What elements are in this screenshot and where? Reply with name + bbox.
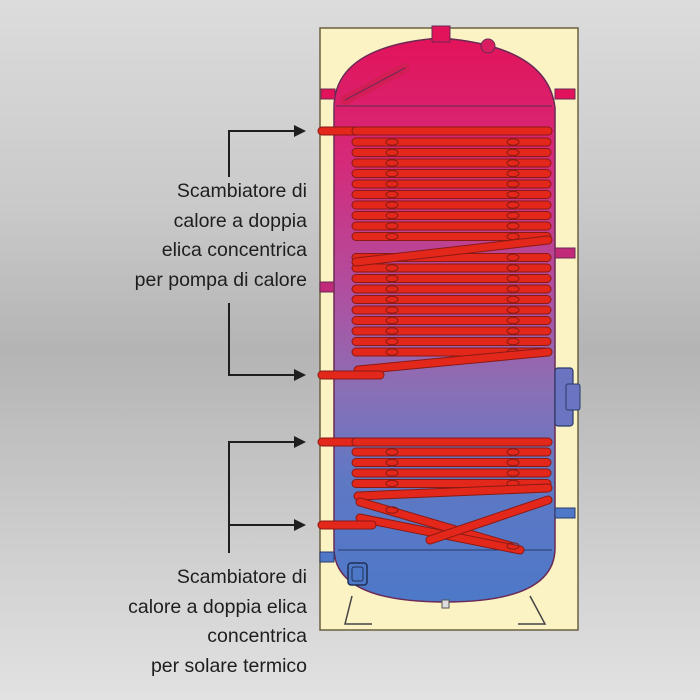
coil-joint-lower — [506, 469, 520, 477]
coil-joint-upper — [385, 285, 399, 293]
coil-joint-lower — [506, 448, 520, 456]
nozzle-right-top — [554, 88, 576, 100]
coil-turn-lower-bottom — [354, 484, 552, 500]
drain-plug — [441, 599, 450, 609]
pointer-lines — [228, 130, 296, 553]
coil-joint-upper — [385, 201, 399, 209]
coil-joint-lower — [506, 542, 520, 550]
heat-pump-exchanger-label: Scambiatore di calore a doppia elica con… — [47, 177, 307, 295]
coil-joint-upper — [506, 201, 520, 209]
label-line: Scambiatore di — [176, 566, 307, 588]
coil-joint-upper — [506, 138, 520, 146]
inspection-port — [347, 562, 368, 586]
pointer-hp-lower — [228, 303, 296, 376]
coil-joint-upper — [385, 264, 399, 272]
coil-group — [317, 126, 553, 555]
coil-joint-upper — [385, 211, 399, 220]
coil-joint-upper — [506, 327, 520, 335]
coil-joint-upper — [385, 159, 399, 167]
label-line: calore a doppia elica — [128, 595, 307, 618]
nozzle-left-top — [320, 88, 336, 100]
nozzle-right-mid — [554, 247, 576, 259]
coil-joint-lower — [385, 506, 399, 514]
nozzle-left-bottom — [319, 551, 335, 563]
coil-joint-upper — [506, 148, 520, 157]
solar-exchanger-label: Scambiatore di calore a doppia elica con… — [47, 563, 307, 681]
coil-joint-lower — [385, 448, 399, 456]
coil-joint-lower — [385, 469, 399, 477]
coil-joint-upper — [506, 295, 520, 304]
coil-joint-upper — [385, 169, 399, 178]
tank-leg-left — [344, 595, 372, 625]
coil-joint-upper — [385, 180, 399, 188]
coil-joint-upper — [385, 190, 399, 199]
coil-joint-upper — [506, 337, 520, 346]
coil-joint-upper — [506, 190, 520, 199]
coil-joint-upper — [506, 222, 520, 230]
coil-joint-upper — [506, 264, 520, 272]
coil-joint-upper — [385, 232, 399, 241]
pointer-solar-upper — [228, 441, 296, 553]
coil-joint-upper — [385, 306, 399, 314]
label-line: calore a doppia — [173, 209, 307, 232]
coil-joint-upper — [385, 316, 399, 325]
dome-pipe-outline — [344, 67, 406, 101]
coil-joint-upper — [385, 327, 399, 335]
label-line: per pompa di calore — [134, 268, 307, 291]
arrowhead-hp-lower — [294, 369, 306, 381]
arrowhead-hp-upper — [294, 125, 306, 137]
label-line: elica concentrica — [161, 239, 307, 261]
coil-joint-upper — [385, 337, 399, 346]
nozzle-right-low — [554, 507, 576, 519]
coil-joint-upper — [506, 159, 520, 167]
coil-joint-upper — [506, 180, 520, 188]
coil-joint-upper — [506, 169, 520, 178]
top-outlet — [431, 25, 451, 43]
side-flange-boss — [565, 383, 581, 411]
label-line: Scambiatore di — [176, 180, 307, 202]
arrowhead-solar-upper — [294, 436, 306, 448]
coil-joint-upper — [506, 306, 520, 314]
coil-joint-lower — [385, 479, 399, 488]
coil-joint-upper — [506, 285, 520, 293]
label-line: concentrica — [207, 625, 307, 647]
coil-joint-lower — [385, 458, 399, 467]
nozzle-left-mid — [319, 281, 335, 293]
arrowhead-solar-lower — [294, 519, 306, 531]
pointer-hp-upper — [228, 130, 296, 177]
coil-joint-upper — [385, 348, 399, 356]
inspection-port-inner — [351, 566, 364, 582]
coil-joint-upper — [506, 211, 520, 220]
pointer-arrowheads — [294, 125, 306, 531]
coil-joint-upper — [506, 274, 520, 283]
coil-diagonal-hp-bottom — [354, 348, 552, 374]
tank-leg-right — [518, 595, 547, 625]
coil-joint-upper — [506, 316, 520, 325]
coil-joint-upper — [385, 138, 399, 146]
coil-joint-lower — [506, 458, 520, 467]
coil-joint-upper — [385, 148, 399, 157]
coil-joint-upper — [385, 295, 399, 304]
coil-joint-upper — [385, 274, 399, 283]
coil-joint-upper — [385, 222, 399, 230]
coil-diagonal-hp — [352, 236, 552, 266]
label-line: per solare termico — [150, 654, 307, 677]
top-sensor-port — [480, 38, 496, 54]
coil-diagonal-solar-c — [426, 496, 552, 544]
coil-joint-upper — [506, 253, 520, 262]
